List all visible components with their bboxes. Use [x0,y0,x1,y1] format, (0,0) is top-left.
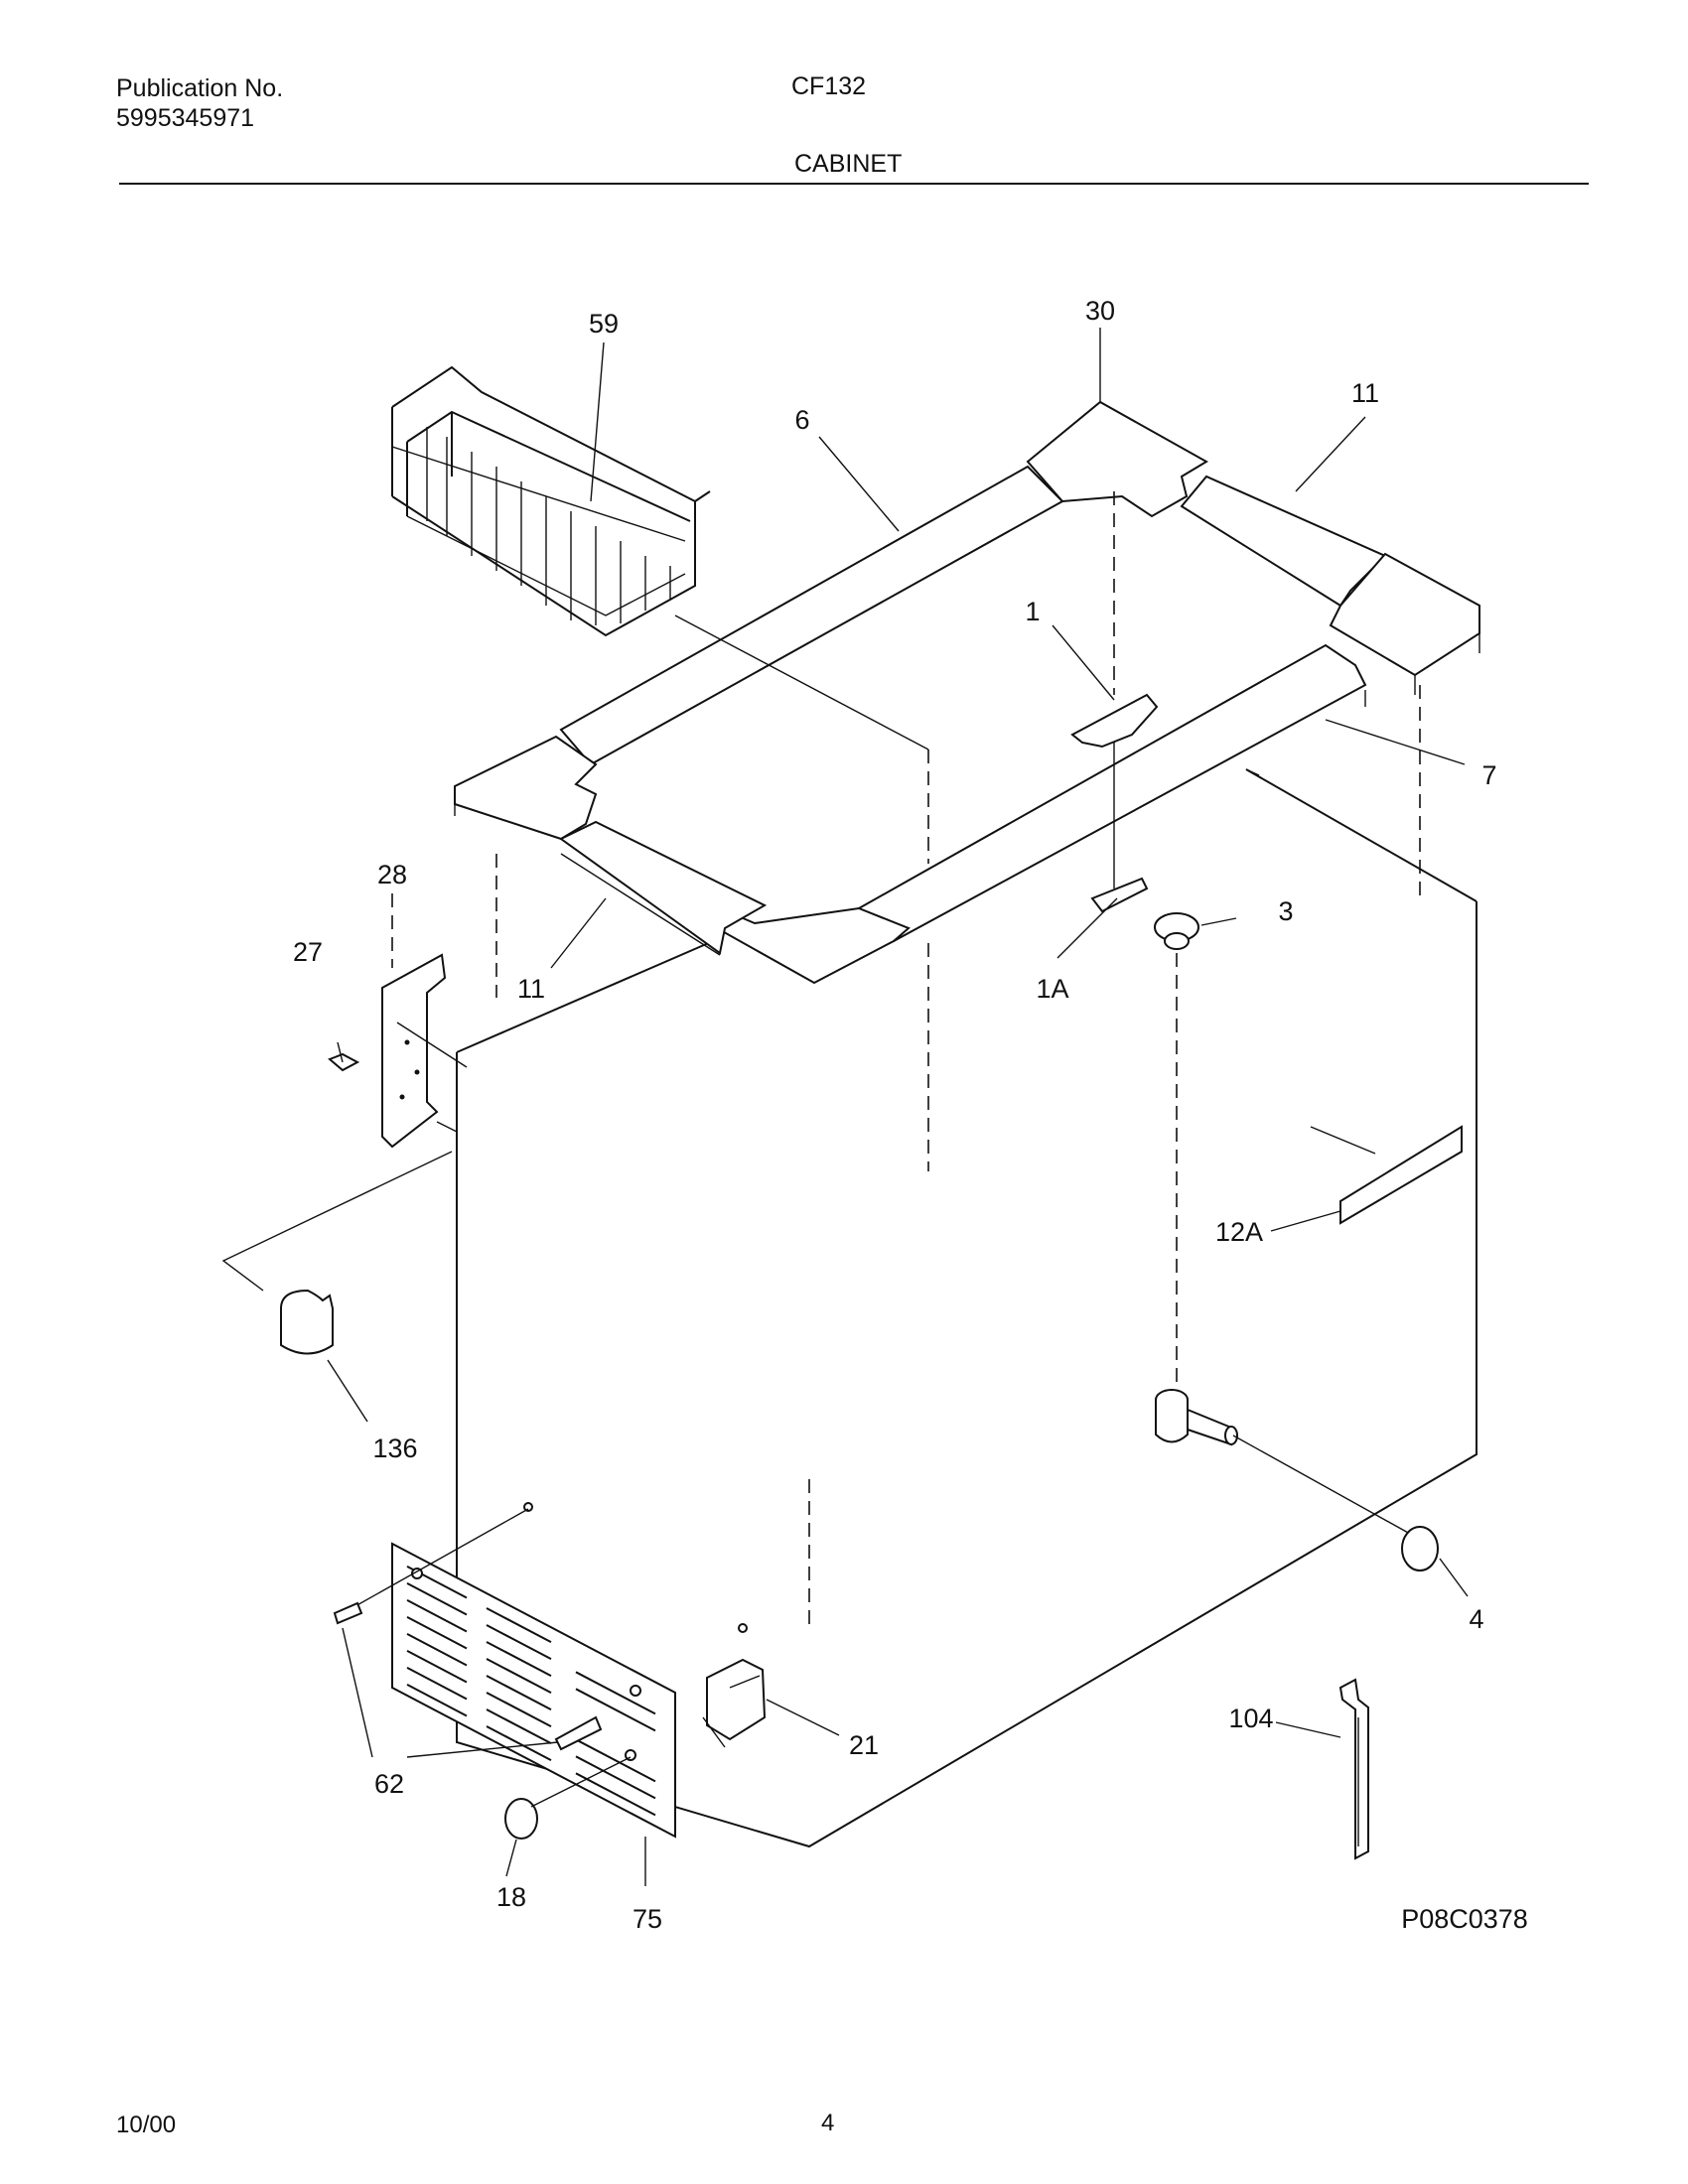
grille-slot [575,1738,656,1783]
cabinet-body [456,685,1477,1848]
grille-slot [406,1616,468,1650]
grille-slot [575,1772,656,1817]
publication-label: Publication No. [116,74,284,102]
hinge-parts [1070,491,1159,913]
callout-104: 104 [1228,1704,1273,1733]
thermometer [1338,1678,1369,1860]
footer-date: 10/00 [116,2112,177,2138]
grille-slot [406,1633,468,1667]
grille-slot [575,1671,656,1715]
callout-62: 62 [374,1769,404,1799]
grille-slot [406,1582,468,1616]
diagram-code: P08C0378 [1401,1904,1528,1934]
hinge-bracket [328,893,468,1149]
callout-18: 18 [496,1882,526,1912]
grille-slot [486,1607,552,1644]
callout-labels: 59 30 6 11 1 7 28 27 11 1A 3 12A 136 4 2… [293,296,1528,1934]
callout-27: 27 [293,937,323,967]
grille-slot [486,1675,552,1711]
callout-59: 59 [589,309,619,339]
callout-1A: 1A [1036,974,1068,1004]
breaker-strips [454,400,1480,985]
header-rule [119,183,1589,185]
grille-slot [406,1650,468,1684]
callout-4: 4 [1469,1604,1483,1634]
grille-slot [486,1658,552,1695]
wire-basket [391,365,929,864]
grille-slot [406,1684,468,1717]
grille-slot [486,1708,552,1745]
grille-slot [406,1667,468,1701]
section-title: CABINET [794,150,903,178]
label-plate [1310,1125,1463,1225]
grille-panel [333,1502,676,1840]
grille-slot [575,1755,656,1800]
callout-21: 21 [849,1730,879,1760]
model-number: CF132 [791,72,867,100]
cap-136 [221,1151,453,1355]
grille-slot [406,1599,468,1633]
grille-slot [486,1692,552,1728]
callout-6: 6 [794,405,809,435]
callout-11-lower: 11 [517,974,545,1004]
grille-slot [486,1641,552,1678]
callout-136: 136 [372,1433,417,1463]
publication-number: 5995345971 [116,104,255,132]
grille-slot [486,1725,552,1762]
callout-12A: 12A [1215,1217,1263,1247]
leader-lines [327,328,1469,1886]
grille-slot [575,1688,656,1732]
callout-30: 30 [1085,296,1115,326]
drain-assembly [1154,912,1439,1571]
callout-11-top: 11 [1351,378,1379,408]
callout-7: 7 [1481,760,1496,790]
page-number: 4 [821,2110,835,2136]
callout-75: 75 [633,1904,662,1934]
grille-slot [486,1624,552,1661]
callout-3: 3 [1278,896,1293,926]
thermostat [702,1623,767,1748]
callout-28: 28 [377,860,407,889]
callout-1: 1 [1025,597,1040,626]
